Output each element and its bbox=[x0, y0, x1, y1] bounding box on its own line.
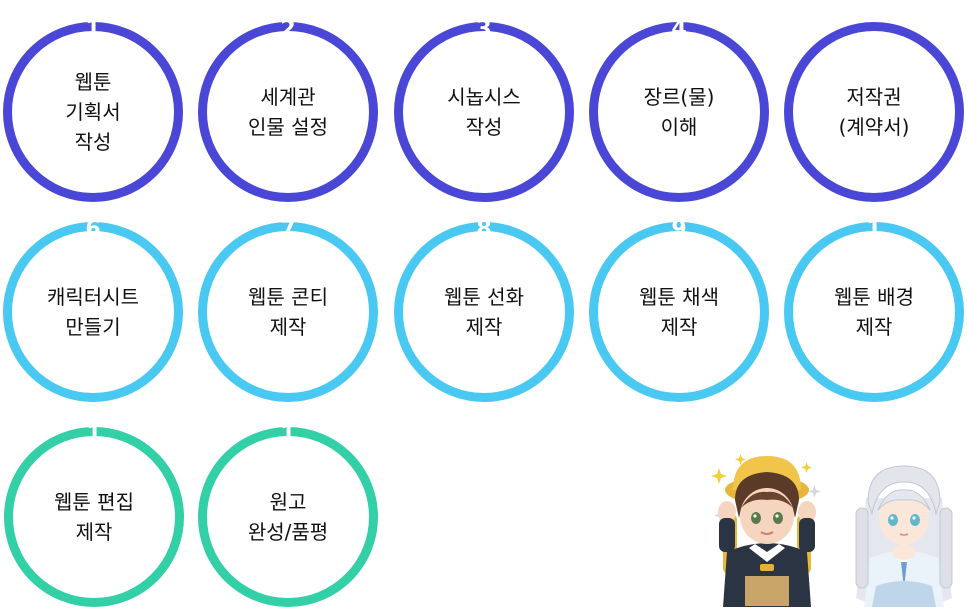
step-number: 4 bbox=[671, 17, 687, 42]
step-circle-5: 저작권 (계약서) bbox=[784, 22, 964, 202]
girl-character-illustration bbox=[855, 465, 953, 607]
step-label: 웹툰 선화 제작 bbox=[444, 285, 524, 339]
step-number: 9 bbox=[671, 217, 687, 242]
step-number: 2 bbox=[280, 17, 296, 42]
step-circle-9: 9 웹툰 채색 제작 bbox=[589, 217, 769, 402]
step-number: 8 bbox=[476, 217, 492, 242]
step-label: 캐릭터시트 만들기 bbox=[47, 285, 139, 339]
step-number: 1 bbox=[866, 217, 882, 242]
step-label: 세계관 인물 설정 bbox=[248, 85, 328, 139]
step-label: 웹툰 콘티 제작 bbox=[248, 285, 328, 339]
step-circle-12: 1 원고 완성/품평 bbox=[198, 422, 378, 607]
step-circle-3: 3 시놉시스 작성 bbox=[394, 17, 574, 202]
step-label: 저작권 (계약서) bbox=[838, 85, 910, 139]
step-number: 3 bbox=[476, 17, 492, 42]
step-number: 7 bbox=[280, 217, 296, 242]
step-label: 웹툰 기획서 작성 bbox=[65, 70, 121, 154]
step-label: 웹툰 배경 제작 bbox=[834, 285, 914, 339]
boy-character-illustration bbox=[711, 454, 821, 607]
step-label: 웹툰 편집 제작 bbox=[54, 490, 134, 544]
step-label: 원고 완성/품평 bbox=[247, 490, 329, 544]
step-circle-2: 2 세계관 인물 설정 bbox=[198, 17, 378, 202]
step-label: 장르(물) 이해 bbox=[643, 85, 715, 139]
step-circle-7: 7 웹툰 콘티 제작 bbox=[198, 217, 378, 402]
step-circle-6: 6 캐릭터시트 만들기 bbox=[3, 217, 183, 402]
step-circle-1: 1 웹툰 기획서 작성 bbox=[3, 17, 183, 202]
step-circle-4: 4 장르(물) 이해 bbox=[589, 17, 769, 202]
step-circle-11: 1 웹툰 편집 제작 bbox=[4, 422, 184, 607]
step-circle-10: 1 웹툰 배경 제작 bbox=[784, 217, 964, 402]
step-number: 6 bbox=[85, 217, 101, 242]
step-number: 1 bbox=[85, 17, 101, 42]
step-number: 1 bbox=[280, 422, 296, 447]
step-label: 시놉시스 작성 bbox=[447, 85, 521, 139]
step-number: 1 bbox=[86, 422, 102, 447]
step-label: 웹툰 채색 제작 bbox=[639, 285, 719, 339]
step-circle-8: 8 웹툰 선화 제작 bbox=[394, 217, 574, 402]
